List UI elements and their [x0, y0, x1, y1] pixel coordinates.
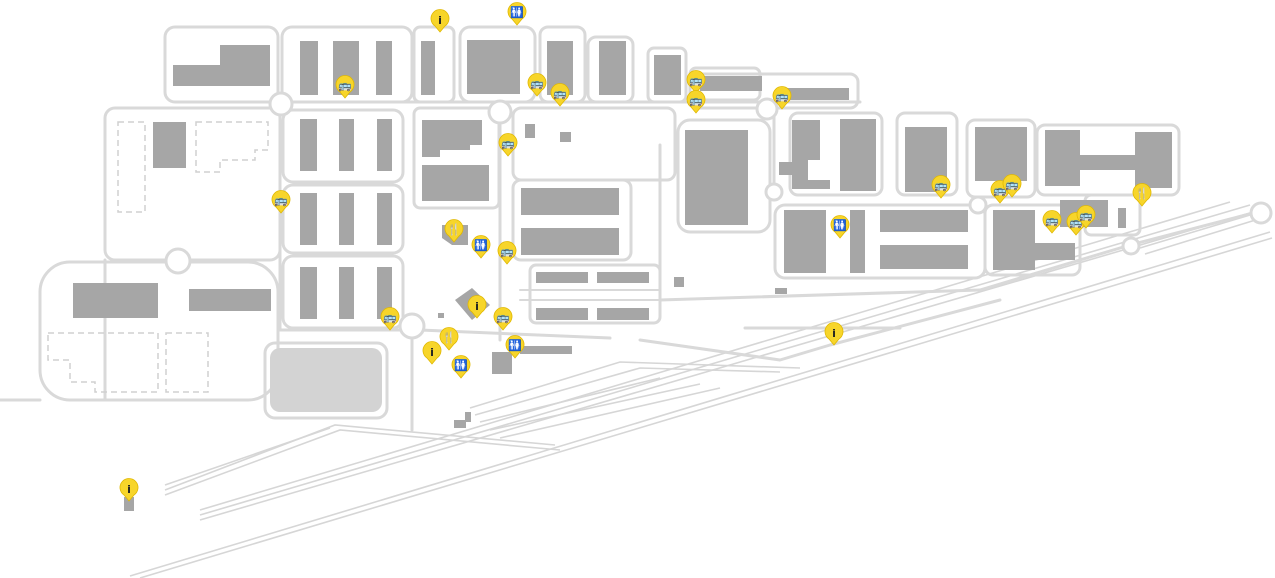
restaurant-icon: 🍴	[447, 223, 461, 236]
map-marker-restaurant[interactable]: 🍴	[439, 327, 459, 351]
marker-pin	[498, 133, 518, 157]
map-marker-bus[interactable]: 🚌	[686, 90, 706, 114]
marker-pin	[830, 215, 850, 239]
marker-pin	[527, 73, 547, 97]
marker-pin	[507, 2, 527, 26]
map-marker-bus[interactable]: 🚌	[931, 175, 951, 199]
bus-icon: 🚌	[274, 194, 288, 207]
marker-pin	[271, 190, 291, 214]
toilet-icon: 🚻	[508, 339, 522, 352]
marker-pin	[335, 75, 355, 99]
marker-pin	[1132, 183, 1152, 207]
bus-icon: 🚌	[501, 137, 515, 150]
bus-icon: 🚌	[496, 311, 510, 324]
marker-pin	[119, 478, 139, 502]
marker-pin	[1042, 210, 1062, 234]
map-marker-toilet[interactable]: 🚻	[505, 335, 525, 359]
map-marker-info[interactable]: i	[430, 9, 450, 33]
map-marker-bus[interactable]: 🚌	[1042, 210, 1062, 234]
bus-icon: 🚌	[1079, 209, 1093, 222]
marker-pin	[444, 219, 464, 243]
planned-areas	[47, 121, 269, 393]
restaurant-icon: 🍴	[442, 331, 456, 344]
map-marker-bus[interactable]: 🚌	[527, 73, 547, 97]
map-marker-bus[interactable]: 🚌	[493, 307, 513, 331]
bus-icon: 🚌	[1005, 178, 1019, 191]
buildings	[73, 40, 1172, 511]
marker-pin	[772, 86, 792, 110]
map-marker-info[interactable]: i	[119, 478, 139, 502]
toilet-icon: 🚻	[474, 239, 488, 252]
marker-pin	[824, 322, 844, 346]
marker-pin	[471, 235, 491, 259]
map-markers[interactable]: i🚻🚌🚌🚌🚌🚌🚌🚌🚌🍴🚻🚌i🚌🚌🍴🚻i🚻🚻🚌🚌🚌🍴🚌🚌🚌ii	[119, 2, 1152, 502]
toilet-icon: 🚻	[833, 219, 847, 232]
marker-pin	[451, 355, 471, 379]
marker-pin	[1002, 174, 1022, 198]
marker-pin	[430, 9, 450, 33]
map-marker-bus[interactable]: 🚌	[1076, 205, 1096, 229]
marker-pin	[686, 90, 706, 114]
info-icon: i	[832, 327, 836, 340]
marker-pin	[1076, 205, 1096, 229]
marker-pin	[550, 83, 570, 107]
info-icon: i	[438, 14, 442, 27]
stadium	[270, 348, 382, 412]
map-marker-bus[interactable]: 🚌	[498, 133, 518, 157]
map-marker-info[interactable]: i	[824, 322, 844, 346]
marker-pin	[493, 307, 513, 331]
bus-icon: 🚌	[775, 90, 789, 103]
info-icon: i	[127, 483, 131, 496]
map-marker-bus[interactable]: 🚌	[686, 70, 706, 94]
map-marker-bus[interactable]: 🚌	[772, 86, 792, 110]
map-marker-info[interactable]: i	[467, 295, 487, 319]
map-marker-restaurant[interactable]: 🍴	[1132, 183, 1152, 207]
map-marker-bus[interactable]: 🚌	[335, 75, 355, 99]
marker-pin	[467, 295, 487, 319]
map-marker-toilet[interactable]: 🚻	[471, 235, 491, 259]
toilet-icon: 🚻	[454, 359, 468, 372]
bus-icon: 🚌	[689, 94, 703, 107]
map-marker-bus[interactable]: 🚌	[497, 241, 517, 265]
map-marker-bus[interactable]: 🚌	[271, 190, 291, 214]
map-marker-bus[interactable]: 🚌	[550, 83, 570, 107]
bus-icon: 🚌	[383, 311, 397, 324]
marker-pin	[686, 70, 706, 94]
bus-icon: 🚌	[553, 87, 567, 100]
bus-icon: 🚌	[1045, 214, 1059, 227]
bus-icon: 🚌	[689, 74, 703, 87]
map-marker-restaurant[interactable]: 🍴	[444, 219, 464, 243]
map-marker-info[interactable]: i	[422, 341, 442, 365]
marker-pin	[505, 335, 525, 359]
marker-pin	[931, 175, 951, 199]
bus-icon: 🚌	[530, 77, 544, 90]
map-marker-bus[interactable]: 🚌	[380, 307, 400, 331]
bus-icon: 🚌	[934, 179, 948, 192]
info-icon: i	[430, 346, 434, 359]
toilet-icon: 🚻	[510, 6, 524, 19]
bus-icon: 🚌	[338, 79, 352, 92]
marker-pin	[497, 241, 517, 265]
marker-pin	[439, 327, 459, 351]
map-marker-bus[interactable]: 🚌	[1002, 174, 1022, 198]
info-icon: i	[475, 300, 479, 313]
map-marker-toilet[interactable]: 🚻	[451, 355, 471, 379]
restaurant-icon: 🍴	[1135, 187, 1149, 200]
bus-icon: 🚌	[500, 245, 514, 258]
map-marker-toilet[interactable]: 🚻	[830, 215, 850, 239]
marker-pin	[380, 307, 400, 331]
map-marker-toilet[interactable]: 🚻	[507, 2, 527, 26]
marker-pin	[422, 341, 442, 365]
road-network	[0, 25, 1273, 432]
